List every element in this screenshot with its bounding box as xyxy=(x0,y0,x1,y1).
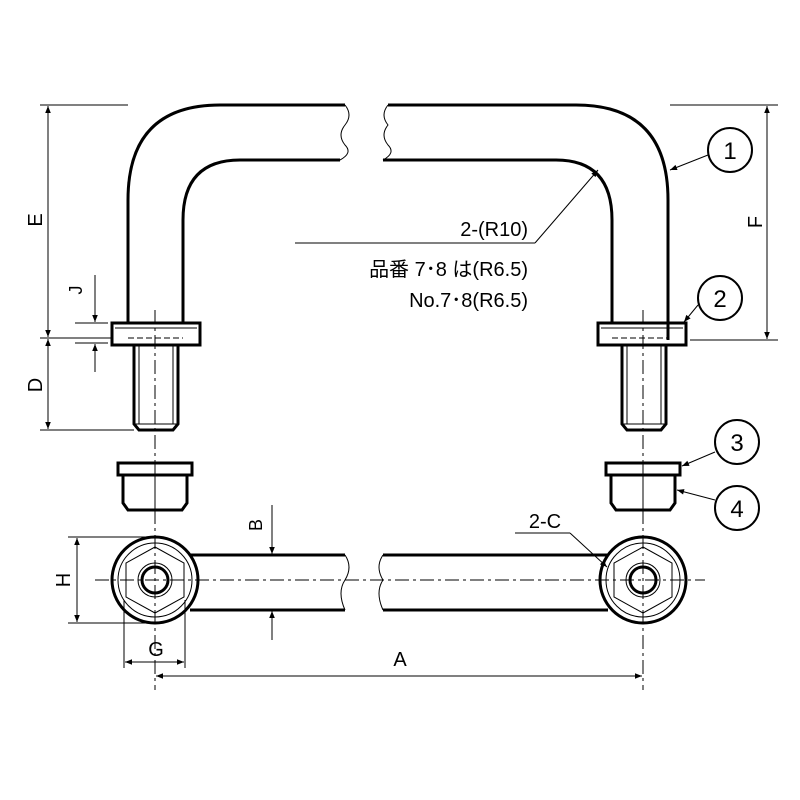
note-radius: 2-(R10) xyxy=(460,219,528,241)
dim-label-f: F xyxy=(745,216,767,228)
dim-label-j: J xyxy=(66,286,86,295)
balloon-3: 3 xyxy=(730,430,743,457)
dim-label-d: D xyxy=(25,378,47,392)
dimensions: E D J F H B G A 2-C xyxy=(25,104,778,679)
radius-note: 2-(R10) 品番 7･8 は(R6.5) No.7･8(R6.5) xyxy=(295,169,599,312)
note-line-jp: 品番 7･8 は(R6.5) xyxy=(369,258,528,281)
balloon-2: 2 xyxy=(713,286,726,313)
dim-label-e: E xyxy=(25,213,47,226)
dim-label-h: H xyxy=(53,573,75,587)
handle-top-view xyxy=(95,535,705,625)
part-balloons: 1 2 3 4 xyxy=(669,127,760,531)
dim-label-c: 2-C xyxy=(529,511,561,533)
balloon-4: 4 xyxy=(730,496,743,523)
dim-label-g: G xyxy=(148,639,164,661)
handle-front-view xyxy=(110,103,688,690)
dim-label-a: A xyxy=(393,649,407,671)
dim-label-b: B xyxy=(246,519,266,531)
note-line-en: No.7･8(R6.5) xyxy=(409,290,528,312)
balloon-1: 1 xyxy=(723,138,736,165)
